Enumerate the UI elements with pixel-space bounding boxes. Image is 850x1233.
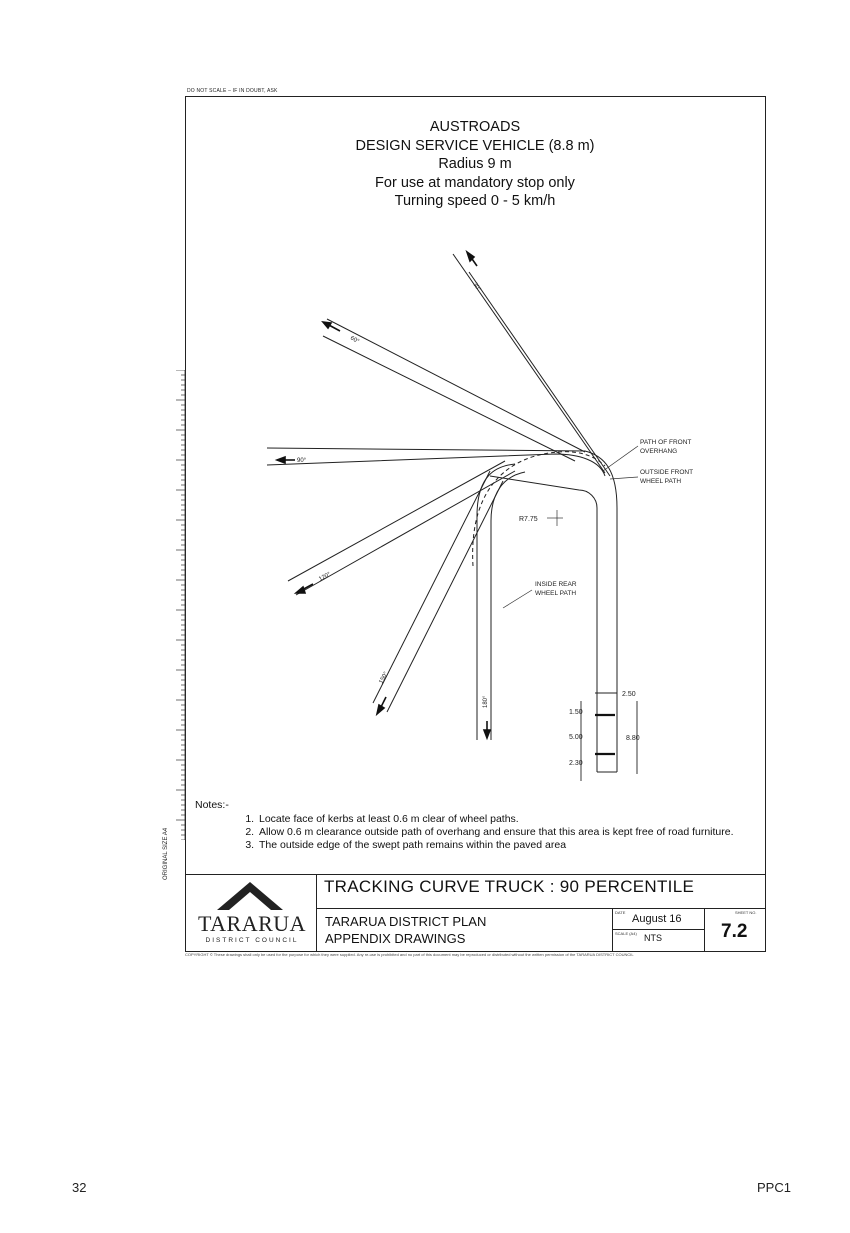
road-edge-line xyxy=(452,253,606,474)
header-note: DO NOT SCALE – IF IN DOUBT, ASK xyxy=(187,88,278,94)
overhang-path xyxy=(472,451,606,567)
dim-wheelbase: 5.00 xyxy=(569,734,583,741)
angle-label-30: 30° xyxy=(471,282,481,293)
plan-section: APPENDIX DRAWINGS xyxy=(325,931,466,946)
logo-subtitle: DISTRICT COUNCIL xyxy=(205,937,299,944)
outside-path xyxy=(266,447,618,509)
road-edge-line xyxy=(490,471,526,740)
turning-diagram: 30° 60° 90° 120° 150° 180° PATH OF FRONT… xyxy=(266,249,693,781)
scale-ruler xyxy=(176,370,186,840)
divider xyxy=(317,908,766,909)
front-overhang-label: PATH OF FRONT xyxy=(640,439,691,446)
outside-front-label: WHEEL PATH xyxy=(640,478,681,485)
page-number: 32 xyxy=(72,1180,87,1195)
note-item: Allow 0.6 m clearance outside path of ov… xyxy=(257,826,755,839)
inside-rear-label: WHEEL PATH xyxy=(535,590,576,597)
angle-label-90: 90° xyxy=(297,458,307,464)
note-item: Locate face of kerbs at least 0.6 m clea… xyxy=(257,813,755,826)
document-reference: PPC1 xyxy=(757,1180,791,1195)
inside-rear-label: INSIDE REAR xyxy=(535,581,577,588)
outside-front-label: OUTSIDE FRONT xyxy=(640,469,693,476)
angle-label-150: 150° xyxy=(378,671,389,685)
plan-name: TARARUA DISTRICT PLAN xyxy=(325,914,487,929)
notes: Notes:- Locate face of kerbs at least 0.… xyxy=(195,799,755,852)
dim-rear-overhang: 2.30 xyxy=(569,760,583,767)
drawing-title: AUSTROADS DESIGN SERVICE VEHICLE (8.8 m)… xyxy=(290,118,660,211)
logo-cell xyxy=(185,874,317,952)
inside-path xyxy=(489,475,598,509)
road-edge-line xyxy=(372,470,491,704)
radius-label: R7.75 xyxy=(519,516,538,523)
road-edge-line xyxy=(287,460,506,582)
road-edge-line xyxy=(326,318,586,453)
divider xyxy=(612,929,704,930)
sheet-number: 7.2 xyxy=(721,921,748,942)
title-block xyxy=(185,874,766,952)
angle-label-60: 60° xyxy=(349,335,360,345)
drawing-frame xyxy=(185,96,766,952)
angle-label-180: 180° xyxy=(483,695,489,708)
dim-front-overhang: 1.50 xyxy=(569,709,583,716)
date-label: DATE xyxy=(615,910,626,915)
date-value: August 16 xyxy=(632,913,682,925)
scale-value: NTS xyxy=(644,933,662,943)
road-edge-line xyxy=(386,480,504,713)
title-line: For use at mandatory stop only xyxy=(375,174,575,191)
divider xyxy=(612,908,613,952)
scale-label: SCALE (A4) xyxy=(615,931,637,936)
note-item: The outside edge of the swept path remai… xyxy=(257,839,755,852)
copyright-notice: COPYRIGHT © These drawings shall only be… xyxy=(185,952,634,957)
angle-label-120: 120° xyxy=(318,571,332,582)
sheet-number-label: SHEET NO. xyxy=(735,910,757,915)
sheet-title: TRACKING CURVE TRUCK : 90 PERCENTILE xyxy=(324,877,695,896)
dim-width: 2.50 xyxy=(622,691,636,698)
title-line: AUSTROADS xyxy=(429,119,521,135)
original-size-label: ORIGINAL SIZE A4 xyxy=(163,827,169,880)
road-edge-line xyxy=(468,271,611,477)
title-line: DESIGN SERVICE VEHICLE (8.8 m) xyxy=(355,137,595,154)
notes-heading: Notes:- xyxy=(195,799,229,811)
divider xyxy=(704,908,705,952)
front-overhang-label: OVERHANG xyxy=(640,448,677,455)
outside-path xyxy=(266,453,606,477)
title-line: Radius 9 m xyxy=(438,156,512,172)
dim-length: 8.80 xyxy=(626,735,640,742)
council-logo-icon xyxy=(217,882,283,910)
road-edge-line xyxy=(322,335,576,462)
road-edge-line xyxy=(295,470,516,596)
logo-wordmark: TARARUA xyxy=(197,911,307,936)
title-line: Turning speed 0 - 5 km/h xyxy=(394,193,556,209)
